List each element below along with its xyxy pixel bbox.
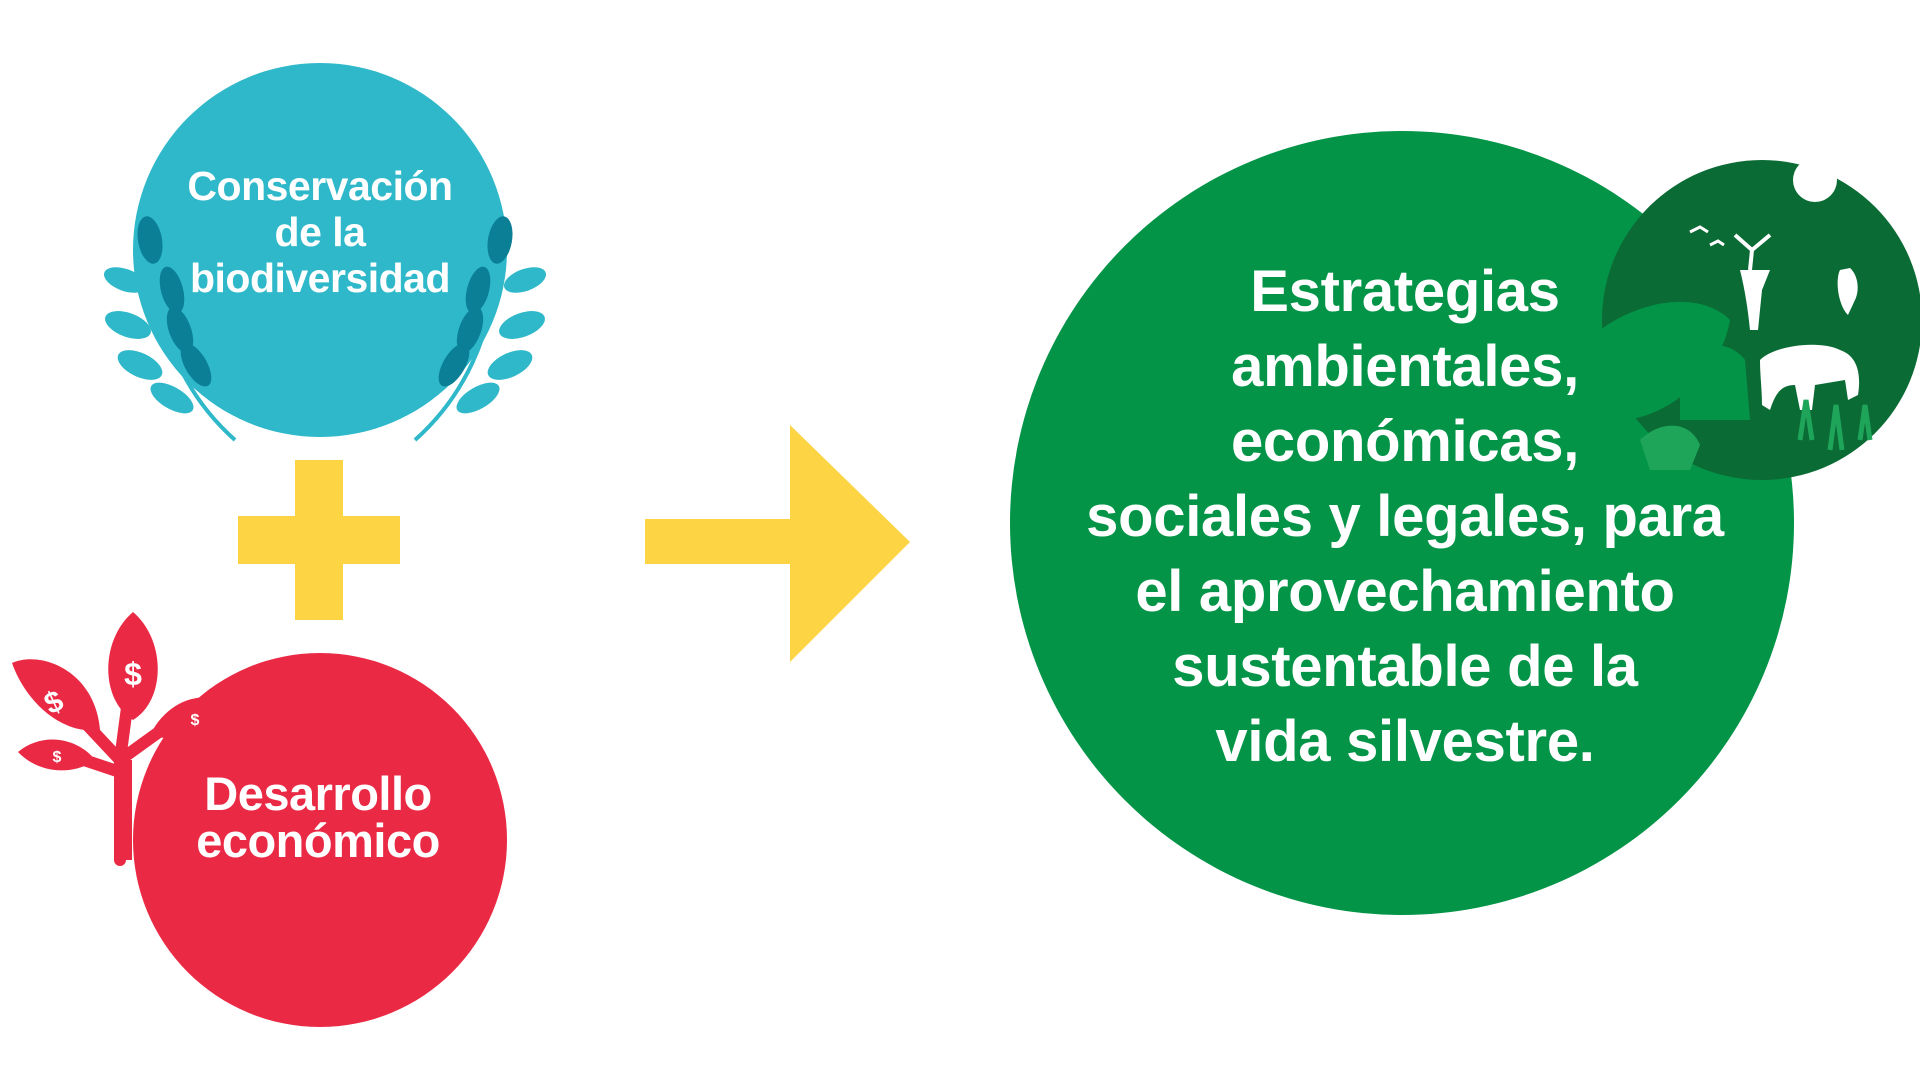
development-line-1: Desarrollo	[204, 767, 432, 820]
development-circle	[133, 653, 507, 1027]
money-plant-icon: $ $ $ $	[12, 612, 232, 866]
laurel-icon	[103, 216, 547, 442]
development-label: Desarrollo económico	[168, 770, 468, 864]
outcome-line-4: sociales y legales, para	[1086, 484, 1724, 549]
outcome-line-1: Estrategias	[1250, 259, 1560, 324]
conservation-line-1: Conservación	[187, 163, 453, 209]
laurel-right-branch	[413, 216, 547, 442]
outcome-line-7: vida silvestre.	[1215, 709, 1595, 774]
development-line-2: económico	[196, 814, 440, 867]
plus-icon	[238, 460, 400, 620]
outcome-line-2: ambientales,	[1231, 334, 1579, 399]
currency-glyph-1: $	[124, 656, 142, 692]
outcome-line-6: sustentable de la	[1172, 634, 1638, 699]
currency-glyph-3: $	[53, 749, 62, 766]
laurel-left-branch	[103, 216, 237, 442]
conservation-line-2: de la	[274, 209, 366, 255]
arrow-right-icon	[645, 425, 910, 662]
conservation-circle	[133, 63, 507, 437]
outcome-label: Estrategias ambientales, económicas, soc…	[1045, 254, 1765, 779]
outcome-circle	[1010, 131, 1794, 915]
conservation-label: Conservación de la biodiversidad	[170, 163, 470, 301]
outcome-line-5: el aprovechamiento	[1135, 559, 1675, 624]
outcome-line-3: económicas,	[1230, 409, 1580, 474]
wildlife-silhouette-icon	[1600, 158, 1920, 480]
currency-glyph-4: $	[191, 712, 200, 729]
conservation-line-3: biodiversidad	[189, 255, 451, 301]
